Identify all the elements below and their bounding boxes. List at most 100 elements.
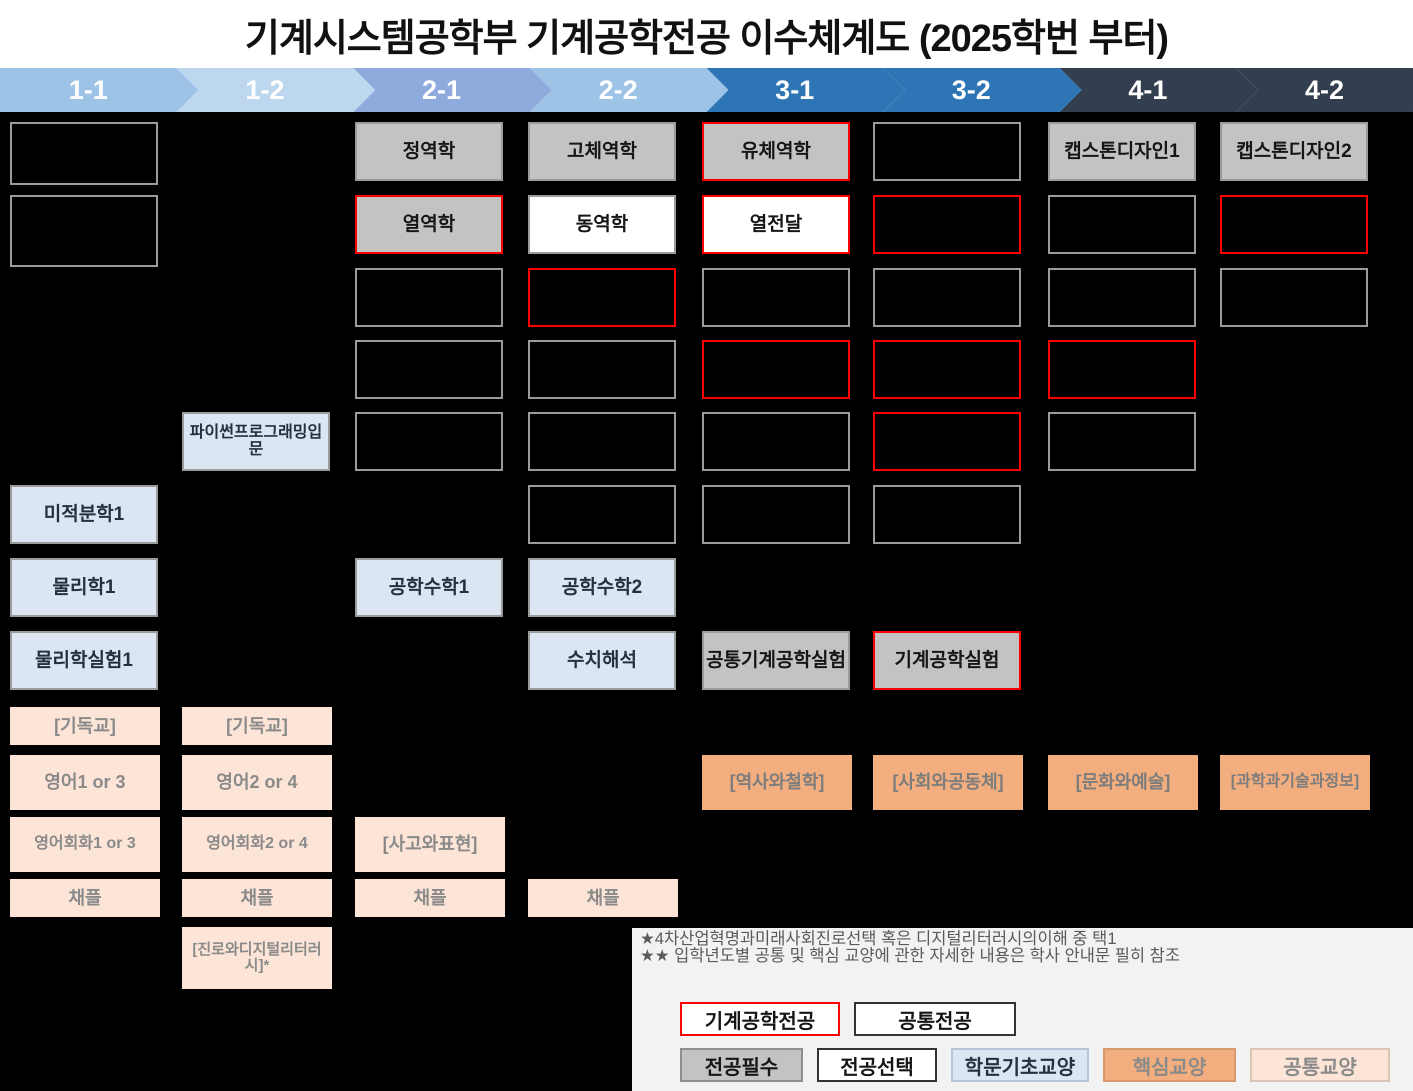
semester-chevron-4-1: 4-1 (1060, 68, 1259, 112)
course-label: 캡스톤디자인2 (1236, 140, 1352, 162)
semester-chevron-4-2: 4-2 (1236, 68, 1413, 112)
course-label: [문화와예술] (1075, 772, 1171, 793)
legend-basic-ge: 학문기초교양 (951, 1048, 1089, 1082)
ge-box-기독교: [기독교] (10, 707, 160, 745)
semester-chevron-1-2: 1-2 (177, 68, 376, 112)
course-box-blank (528, 485, 676, 544)
title-bar: 기계시스템공학부 기계공학전공 이수체계도 (2025학번 부터) (0, 0, 1413, 68)
course-box-blank (1220, 195, 1368, 254)
course-box-blank (1048, 412, 1196, 471)
course-box-blank (1048, 195, 1196, 254)
course-box-공통기계공학실험: 공통기계공학실험 (702, 631, 850, 690)
course-box-blank (355, 340, 503, 399)
ge-box-채플: 채플 (528, 879, 678, 917)
semester-label: 2-2 (598, 74, 638, 105)
course-label: 물리학실험1 (35, 649, 133, 671)
course-box-blank (10, 195, 158, 267)
course-label: 정역학 (402, 140, 456, 162)
course-label: 캡스톤디자인1 (1064, 140, 1180, 162)
semester-chevron-1-1: 1-1 (0, 68, 199, 112)
course-box-blank (528, 340, 676, 399)
course-label: 영어2 or 4 (216, 772, 298, 793)
course-box-파이썬프로그래밍입문: 파이썬프로그래밍입문 (182, 412, 330, 471)
ge-box-문화와예술: [문화와예술] (1048, 755, 1198, 810)
course-label: [기독교] (226, 715, 288, 736)
semester-label: 1-2 (245, 74, 285, 105)
legend-common-track: 공통전공 (854, 1002, 1016, 1036)
legend-core-ge: 핵심교양 (1103, 1048, 1236, 1082)
legend-major-track: 기계공학전공 (680, 1002, 840, 1036)
ge-box-사회와공동체: [사회와공동체] (873, 755, 1023, 810)
course-box-blank (873, 195, 1021, 254)
course-box-blank (702, 340, 850, 399)
ge-box-채플: 채플 (355, 879, 505, 917)
course-label: 공학수학1 (388, 576, 470, 598)
course-box-물리학실험1: 물리학실험1 (10, 631, 158, 690)
ge-box-과학과기술과정보: [과학과기술과정보] (1220, 755, 1370, 810)
course-label: 영어회화2 or 4 (206, 835, 308, 853)
semester-label: 2-1 (421, 74, 461, 105)
semester-chevron-2-1: 2-1 (353, 68, 552, 112)
legend-note-1: ★4차산업혁명과미래사회진로선택 혹은 디지털리터러시의이해 중 택1 (640, 930, 1117, 948)
course-label: [사회와공동체] (892, 772, 1004, 793)
legend-track-row: 기계공학전공 공통전공 (680, 1002, 1030, 1036)
course-box-blank (873, 340, 1021, 399)
semester-label: 3-2 (951, 74, 991, 105)
ge-box-영어1or3: 영어1 or 3 (10, 755, 160, 810)
course-label: 수치해석 (567, 649, 637, 671)
course-label: 물리학1 (52, 576, 116, 598)
course-label: 열전달 (749, 213, 803, 235)
course-label: 열역학 (402, 213, 456, 235)
course-box-동역학: 동역학 (528, 195, 676, 254)
course-label: 채플 (240, 887, 274, 908)
course-box-blank (528, 268, 676, 327)
course-label: 채플 (68, 887, 102, 908)
course-label: 공통기계공학실험 (706, 649, 846, 671)
course-box-blank (873, 485, 1021, 544)
ge-box-역사와철학: [역사와철학] (702, 755, 852, 810)
legend-category-row: 전공필수 전공선택 학문기초교양 핵심교양 공통교양 (680, 1048, 1404, 1082)
course-box-blank (1048, 268, 1196, 327)
course-box-미적분학1: 미적분학1 (10, 485, 158, 544)
course-label: 채플 (586, 887, 620, 908)
course-box-blank (355, 268, 503, 327)
legend-common-ge: 공통교양 (1250, 1048, 1390, 1082)
course-box-공학수학2: 공학수학2 (528, 558, 676, 617)
legend-major-elective: 전공선택 (817, 1048, 937, 1082)
course-label: 유체역학 (741, 140, 811, 162)
course-box-공학수학1: 공학수학1 (355, 558, 503, 617)
course-box-열역학: 열역학 (355, 195, 503, 254)
course-box-정역학: 정역학 (355, 122, 503, 181)
semester-label: 4-2 (1304, 74, 1344, 105)
course-label: [사고와표현] (382, 834, 478, 855)
ge-box-채플: 채플 (10, 879, 160, 917)
ge-box-기독교: [기독교] (182, 707, 332, 745)
ge-box-채플: 채플 (182, 879, 332, 917)
page-title: 기계시스템공학부 기계공학전공 이수체계도 (2025학번 부터) (244, 17, 1169, 60)
course-box-blank (1220, 268, 1368, 327)
semester-label: 4-1 (1128, 74, 1168, 105)
course-label: [진로와디지털리터러시]* (192, 941, 322, 974)
course-box-열전달: 열전달 (702, 195, 850, 254)
course-box-캡스톤디자인2: 캡스톤디자인2 (1220, 122, 1368, 181)
ge-box-진로와디지털리터러시: [진로와디지털리터러시]* (182, 927, 332, 989)
course-label: 영어1 or 3 (44, 772, 126, 793)
semester-label: 3-1 (775, 74, 815, 105)
course-label: 파이썬프로그래밍입문 (189, 423, 323, 458)
course-box-blank (873, 122, 1021, 181)
course-label: 미적분학1 (43, 503, 125, 525)
course-box-수치해석: 수치해석 (528, 631, 676, 690)
course-box-blank (702, 485, 850, 544)
course-label: 영어회화1 or 3 (34, 835, 136, 853)
ge-box-영어회화2or4: 영어회화2 or 4 (182, 817, 332, 872)
course-box-blank (873, 268, 1021, 327)
course-box-blank (702, 412, 850, 471)
course-box-유체역학: 유체역학 (702, 122, 850, 181)
course-label: [기독교] (54, 715, 116, 736)
course-label: 기계공학실험 (894, 649, 1000, 671)
course-label: 고체역학 (567, 140, 637, 162)
course-label: [역사와철학] (729, 772, 825, 793)
course-box-blank (355, 412, 503, 471)
semester-chevron-2-2: 2-2 (530, 68, 729, 112)
